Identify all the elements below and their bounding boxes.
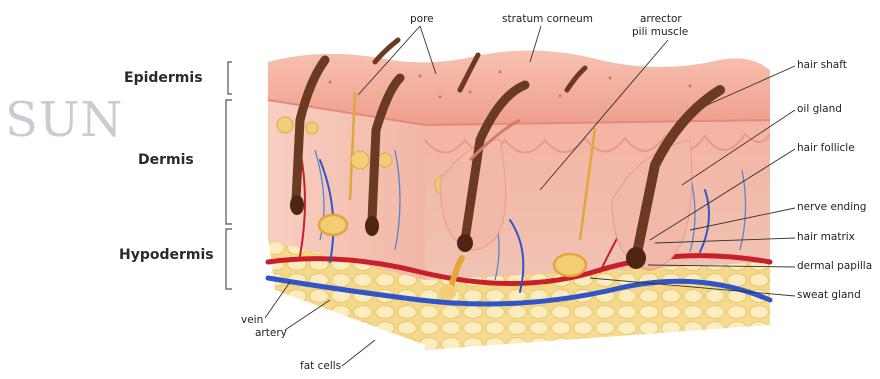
arrector-pili-label-line2: pili muscle — [632, 26, 688, 38]
hair-matrix-label: hair matrix — [797, 231, 855, 243]
watermark-text: SUN — [5, 92, 123, 148]
dermal-papilla-label: dermal papilla — [797, 260, 872, 272]
hypodermis-label: Hypodermis — [119, 247, 214, 263]
layer-brackets — [226, 62, 232, 289]
vein-label: vein — [241, 314, 263, 326]
sweat-gland-label: sweat gland — [797, 289, 861, 301]
stratum-corneum-label: stratum corneum — [502, 13, 593, 25]
oil-gland-label: oil gland — [797, 103, 842, 115]
artery-label: artery — [255, 327, 287, 339]
epidermis-label: Epidermis — [124, 70, 203, 86]
pore-label: pore — [410, 13, 434, 25]
hypodermis-bracket — [226, 229, 232, 289]
nerve-ending-label: nerve ending — [797, 201, 866, 213]
dermis-bracket — [226, 100, 232, 224]
hair-follicle-label: hair follicle — [797, 142, 855, 154]
dermis-label: Dermis — [138, 152, 194, 168]
hair-shaft-label: hair shaft — [797, 59, 847, 71]
fat-cells-label: fat cells — [300, 360, 341, 372]
arrector-pili-label-line1: arrector — [640, 13, 682, 25]
epidermis-bracket — [228, 62, 232, 94]
